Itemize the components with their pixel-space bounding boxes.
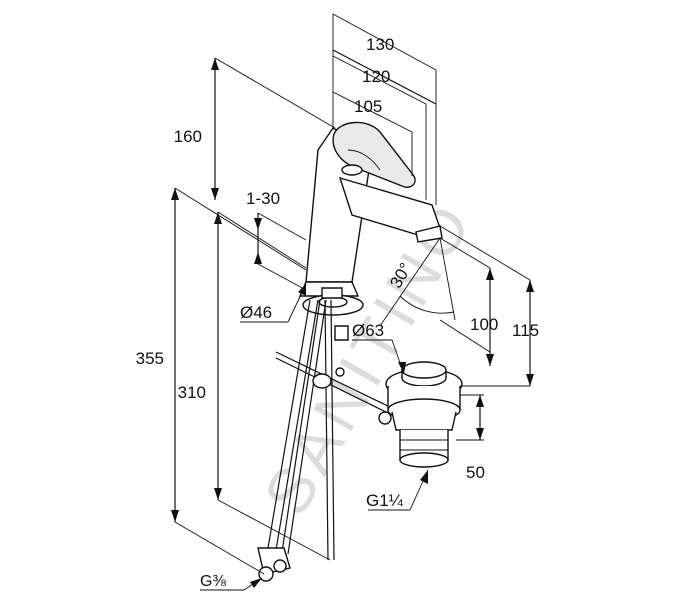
dim-diameter-63: Ø63 <box>352 321 384 340</box>
watermark: SANITINO <box>250 188 487 527</box>
dim-50: 50 <box>466 463 485 482</box>
dim-diameter-46: Ø46 <box>240 303 272 322</box>
dim-160: 160 <box>174 127 202 146</box>
dim-thread-g1-1-4: G1¼ <box>366 491 404 510</box>
dim-thread-g3-8: G⅜ <box>200 573 226 590</box>
dim-120: 120 <box>362 67 390 86</box>
dimension-lines <box>171 13 534 591</box>
mounting-hardware <box>257 287 364 582</box>
dim-100: 100 <box>470 315 498 334</box>
dim-130: 130 <box>366 35 394 54</box>
dim-105: 105 <box>354 97 382 116</box>
dim-115: 115 <box>512 321 539 340</box>
faucet-body <box>298 121 443 297</box>
dim-355: 355 <box>136 349 164 368</box>
dim-1-30: 1-30 <box>246 189 280 208</box>
dim-310: 310 <box>178 383 206 402</box>
